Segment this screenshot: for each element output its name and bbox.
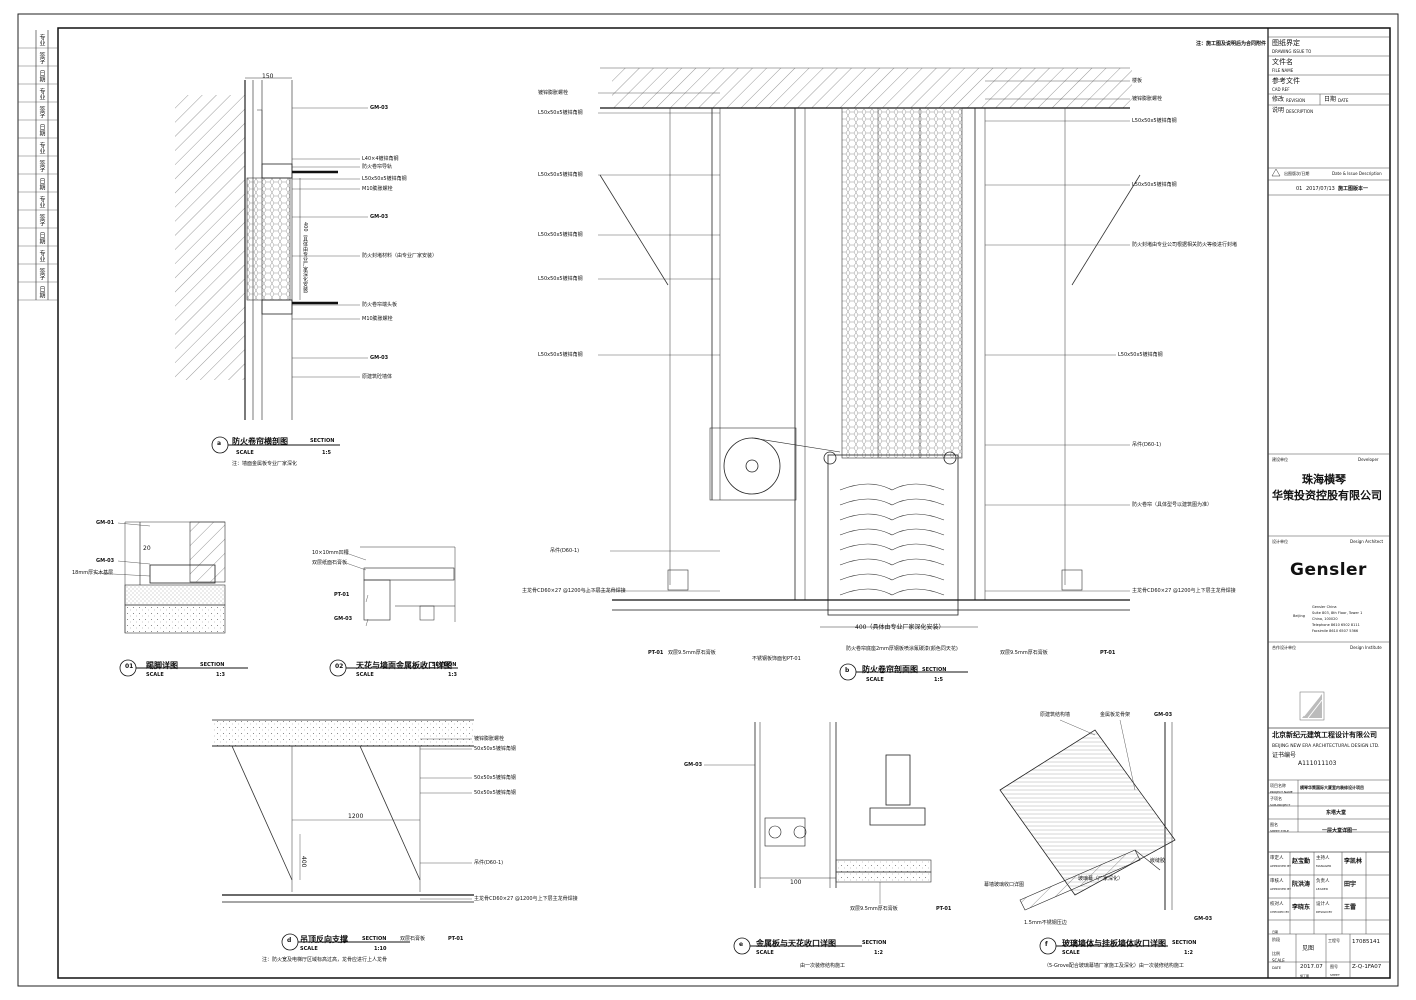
leader-line <box>1119 719 1136 791</box>
section-marker <box>839 663 857 681</box>
detail-b <box>599 67 1141 628</box>
section-marker <box>281 933 299 951</box>
leader-line <box>345 562 367 571</box>
detail-a <box>175 77 338 420</box>
shutter-slat <box>839 543 945 551</box>
section-marker <box>119 659 137 677</box>
section-marker <box>329 659 347 677</box>
shutter-slat <box>839 573 945 581</box>
shutter-slat <box>839 498 945 506</box>
leader-line <box>365 594 369 603</box>
detail-e <box>754 722 932 888</box>
title-block <box>1267 28 1390 978</box>
section-marker <box>1039 937 1057 955</box>
leader-line <box>345 552 367 561</box>
shutter-slat <box>839 528 945 536</box>
section-marker <box>211 436 229 454</box>
detail-d <box>212 719 474 903</box>
shutter-slat <box>839 558 945 566</box>
left-strip <box>18 30 58 301</box>
section-marker <box>733 937 751 955</box>
institute-stamp-icon <box>1299 691 1325 721</box>
detail-f <box>999 722 1176 911</box>
detail-02 <box>360 546 456 622</box>
detail-01 <box>124 521 226 634</box>
leader-line <box>117 522 151 527</box>
leader-line <box>365 618 369 627</box>
leader-line <box>93 572 151 577</box>
shutter-slat <box>839 483 945 491</box>
shutter-slat <box>839 513 945 521</box>
leader-line <box>1059 719 1096 736</box>
shutter-slat <box>839 588 945 596</box>
leader-line <box>117 560 151 565</box>
